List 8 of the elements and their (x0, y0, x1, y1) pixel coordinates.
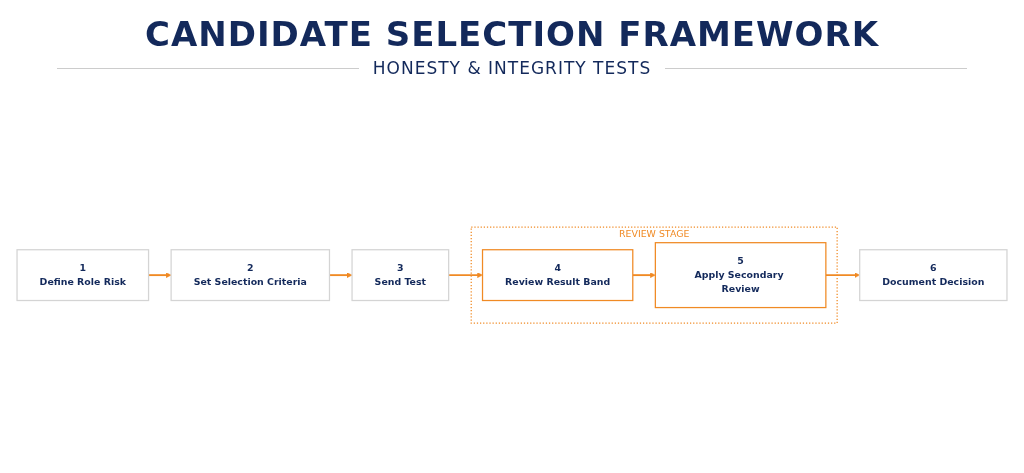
node-box: 6 Document Decision (859, 249, 1008, 302)
node-box: 3 Send Test (351, 249, 450, 302)
node-box: 4 Review Result Band (481, 249, 634, 302)
node-box: 1 Define Role Risk (16, 249, 150, 302)
title: CANDIDATE SELECTION FRAMEWORK (144, 14, 880, 54)
node-box: 5 Apply Secondary Review (654, 242, 827, 309)
subtitle: HONESTY & INTEGRITY TESTS (372, 58, 652, 78)
node-box: 2 Set Selection Criteria (170, 249, 331, 302)
